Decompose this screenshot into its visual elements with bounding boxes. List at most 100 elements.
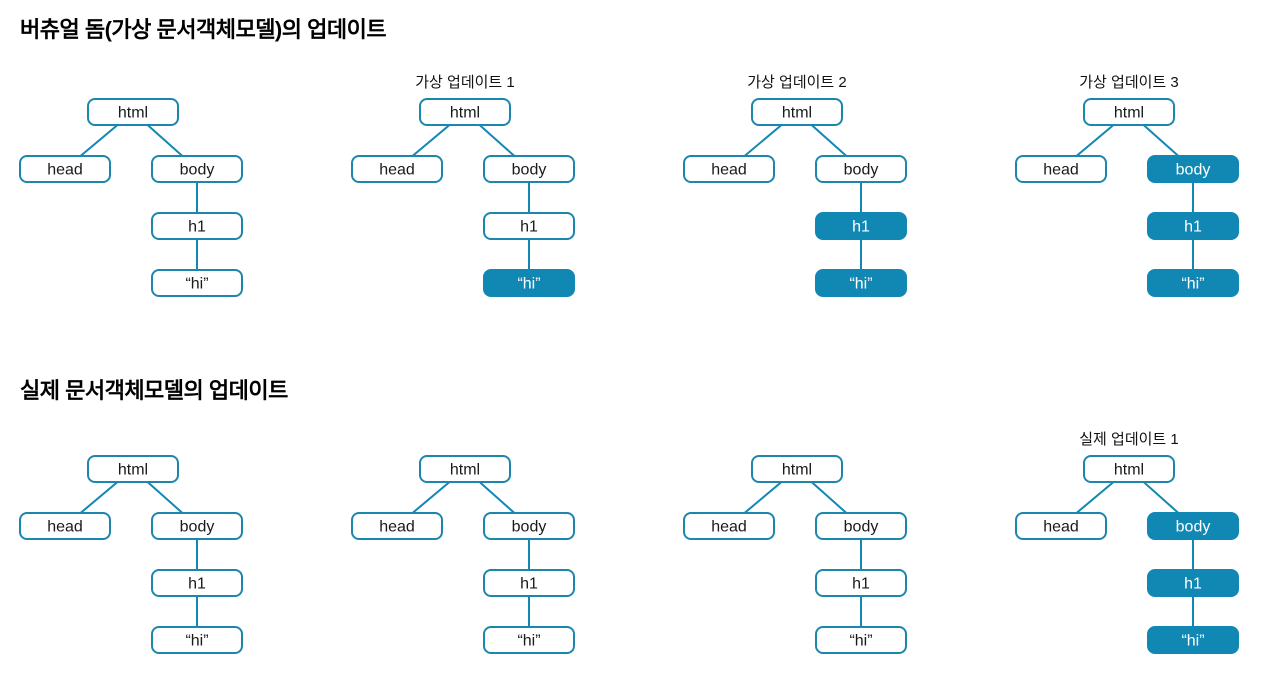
tree-node-head xyxy=(351,155,443,183)
tree-node-hi xyxy=(483,626,575,654)
tree-node-body xyxy=(483,155,575,183)
tree-node-label-head: head xyxy=(711,162,747,179)
tree-node-html xyxy=(419,98,511,126)
tree-node-label-html: html xyxy=(782,462,812,479)
tree-node-hi xyxy=(815,269,907,297)
tree-node-html xyxy=(87,455,179,483)
dom-tree: html head body h1 “hi” 가상 업데이트 2 xyxy=(667,73,927,303)
dom-tree: html head body h1 “hi” 가상 업데이트 1 xyxy=(335,73,595,303)
tree-node-label-h1: h1 xyxy=(852,219,870,236)
tree-node-body xyxy=(815,155,907,183)
tree-node-label-html: html xyxy=(118,105,148,122)
tree-node-hi xyxy=(815,626,907,654)
tree-node-hi xyxy=(151,269,243,297)
tree-node-label-body: body xyxy=(180,519,215,536)
dom-tree: html head body h1 “hi” xyxy=(3,73,263,303)
tree-node-label-head: head xyxy=(379,162,415,179)
tree-node-label-hi: “hi” xyxy=(849,633,872,650)
tree-node-label-h1: h1 xyxy=(188,576,206,593)
tree-node-label-hi: “hi” xyxy=(1181,276,1204,293)
tree-node-label-head: head xyxy=(47,162,83,179)
tree-node-hi xyxy=(1147,626,1239,654)
tree-node-label-hi: “hi” xyxy=(517,633,540,650)
tree-node-head xyxy=(683,512,775,540)
dom-tree-canvas: html head body h1 “hi” xyxy=(19,98,243,297)
tree-node-label-body: body xyxy=(512,519,547,536)
tree-node-h1 xyxy=(483,212,575,240)
tree-node-label-head: head xyxy=(379,519,415,536)
tree-node-label-head: head xyxy=(47,519,83,536)
tree-node-h1 xyxy=(815,212,907,240)
tree-node-html xyxy=(419,455,511,483)
tree-node-label-h1: h1 xyxy=(520,576,538,593)
tree-node-label-html: html xyxy=(450,105,480,122)
tree-node-hi xyxy=(151,626,243,654)
dom-tree-canvas: html head body h1 “hi” xyxy=(1015,98,1239,297)
tree-node-label-body: body xyxy=(512,162,547,179)
tree-node-body xyxy=(151,512,243,540)
tree-node-label-hi: “hi” xyxy=(849,276,872,293)
dom-tree-canvas: html head body h1 “hi” xyxy=(19,455,243,654)
tree-node-label-body: body xyxy=(844,162,879,179)
tree-node-label-h1: h1 xyxy=(520,219,538,236)
tree-node-body xyxy=(1147,155,1239,183)
tree-node-head xyxy=(351,512,443,540)
tree-node-body xyxy=(483,512,575,540)
tree-node-html xyxy=(751,455,843,483)
dom-tree-canvas: html head body h1 “hi” xyxy=(351,98,575,297)
dom-tree-canvas: html head body h1 “hi” xyxy=(351,455,575,654)
tree-node-html xyxy=(751,98,843,126)
tree-node-html xyxy=(87,98,179,126)
tree-node-label-html: html xyxy=(1114,105,1144,122)
tree-node-body xyxy=(1147,512,1239,540)
tree-node-label-h1: h1 xyxy=(852,576,870,593)
dom-tree-canvas: html head body h1 “hi” xyxy=(683,98,907,297)
tree-node-h1 xyxy=(1147,212,1239,240)
tree-node-label-head: head xyxy=(1043,162,1079,179)
tree-node-label-hi: “hi” xyxy=(517,276,540,293)
tree-node-body xyxy=(815,512,907,540)
tree-node-html xyxy=(1083,455,1175,483)
tree-node-body xyxy=(151,155,243,183)
tree-node-label-h1: h1 xyxy=(1184,219,1202,236)
dom-tree: html head body h1 “hi” xyxy=(3,430,263,660)
tree-node-label-html: html xyxy=(450,462,480,479)
tree-title-label: 실제 업데이트 1 xyxy=(1079,431,1179,448)
tree-node-h1 xyxy=(483,569,575,597)
dom-tree: html head body h1 “hi” 가상 업데이트 3 xyxy=(999,73,1259,303)
tree-node-label-body: body xyxy=(1176,519,1211,536)
tree-node-html xyxy=(1083,98,1175,126)
tree-node-label-hi: “hi” xyxy=(185,276,208,293)
tree-node-hi xyxy=(483,269,575,297)
tree-title-label: 가상 업데이트 2 xyxy=(747,74,847,91)
tree-node-label-html: html xyxy=(1114,462,1144,479)
tree-node-label-html: html xyxy=(118,462,148,479)
tree-node-h1 xyxy=(815,569,907,597)
tree-node-label-h1: h1 xyxy=(1184,576,1202,593)
tree-node-head xyxy=(19,512,111,540)
tree-node-head xyxy=(1015,155,1107,183)
dom-tree: html head body h1 “hi” xyxy=(335,430,595,660)
tree-node-head xyxy=(19,155,111,183)
tree-node-label-hi: “hi” xyxy=(185,633,208,650)
tree-node-label-head: head xyxy=(711,519,747,536)
tree-node-label-body: body xyxy=(180,162,215,179)
dom-tree-canvas: html head body h1 “hi” xyxy=(683,455,907,654)
tree-node-h1 xyxy=(151,569,243,597)
tree-node-h1 xyxy=(151,212,243,240)
tree-node-head xyxy=(1015,512,1107,540)
tree-title-label: 가상 업데이트 3 xyxy=(1079,74,1179,91)
tree-node-label-hi: “hi” xyxy=(1181,633,1204,650)
tree-node-head xyxy=(683,155,775,183)
tree-node-label-body: body xyxy=(844,519,879,536)
tree-node-label-body: body xyxy=(1176,162,1211,179)
section-title-virtual-dom: 버츄얼 돔(가상 문서객체모델)의 업데이트 xyxy=(20,17,387,42)
tree-node-hi xyxy=(1147,269,1239,297)
tree-node-label-h1: h1 xyxy=(188,219,206,236)
tree-node-label-html: html xyxy=(782,105,812,122)
dom-tree: html head body h1 “hi” xyxy=(667,430,927,660)
tree-title-label: 가상 업데이트 1 xyxy=(415,74,515,91)
tree-node-h1 xyxy=(1147,569,1239,597)
